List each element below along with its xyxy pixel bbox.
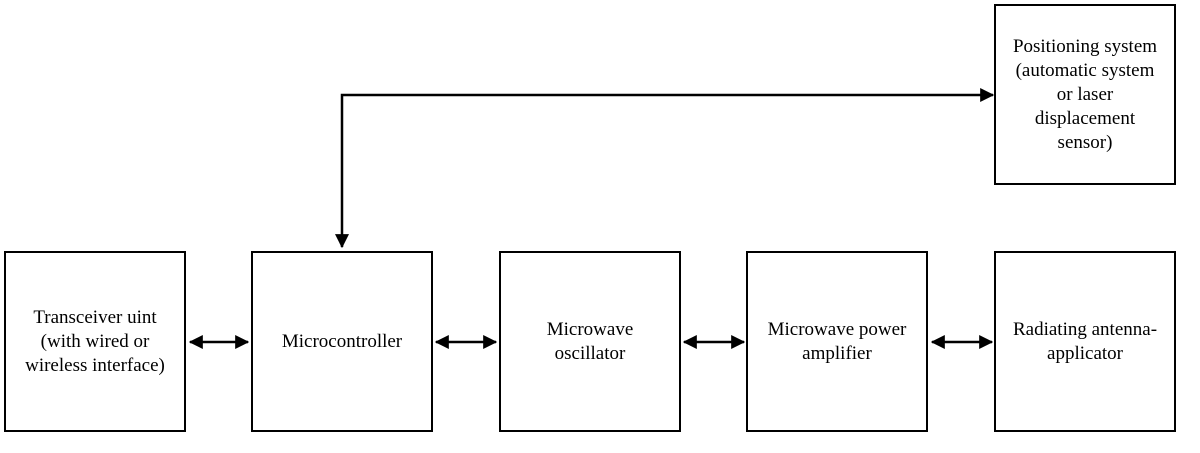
oscillator-block: Microwave oscillator (499, 251, 681, 432)
microcontroller-line-1: Microcontroller (281, 330, 403, 352)
positioning-block: Positioning system (automatic system or … (994, 4, 1176, 185)
microcontroller-label: Microcontroller (276, 330, 408, 354)
amplifier-line-1: Microwave power (767, 318, 907, 340)
oscillator-line-2: oscillator (554, 342, 626, 364)
amplifier-line-2: amplifier (802, 342, 872, 364)
link-microcontroller-positioning (335, 88, 995, 249)
positioning-line-5: sensor) (1057, 131, 1113, 153)
antenna-block: Radiating antenna- applicator (994, 251, 1176, 432)
oscillator-line-1: Microwave (546, 318, 634, 340)
positioning-line-1: Positioning system (1012, 35, 1158, 57)
microcontroller-block: Microcontroller (251, 251, 433, 432)
transceiver-block: Transceiver uint (with wired or wireless… (4, 251, 186, 432)
transceiver-line-3: wireless interface) (25, 354, 165, 376)
antenna-line-1: Radiating antenna- (1012, 318, 1158, 340)
amplifier-block: Microwave power amplifier (746, 251, 928, 432)
transceiver-line-1: Transceiver uint (33, 306, 157, 328)
antenna-label: Radiating antenna- applicator (1007, 318, 1163, 366)
antenna-line-2: applicator (1047, 342, 1123, 364)
positioning-line-2: (automatic system (1015, 59, 1155, 81)
positioning-line-4: displacement (1034, 107, 1136, 129)
positioning-line-3: or laser (1056, 83, 1114, 105)
transceiver-line-2: (with wired or (40, 330, 150, 352)
transceiver-label: Transceiver uint (with wired or wireless… (19, 306, 171, 378)
positioning-label: Positioning system (automatic system or … (1007, 35, 1163, 155)
amplifier-label: Microwave power amplifier (762, 318, 913, 366)
oscillator-label: Microwave oscillator (541, 318, 640, 366)
